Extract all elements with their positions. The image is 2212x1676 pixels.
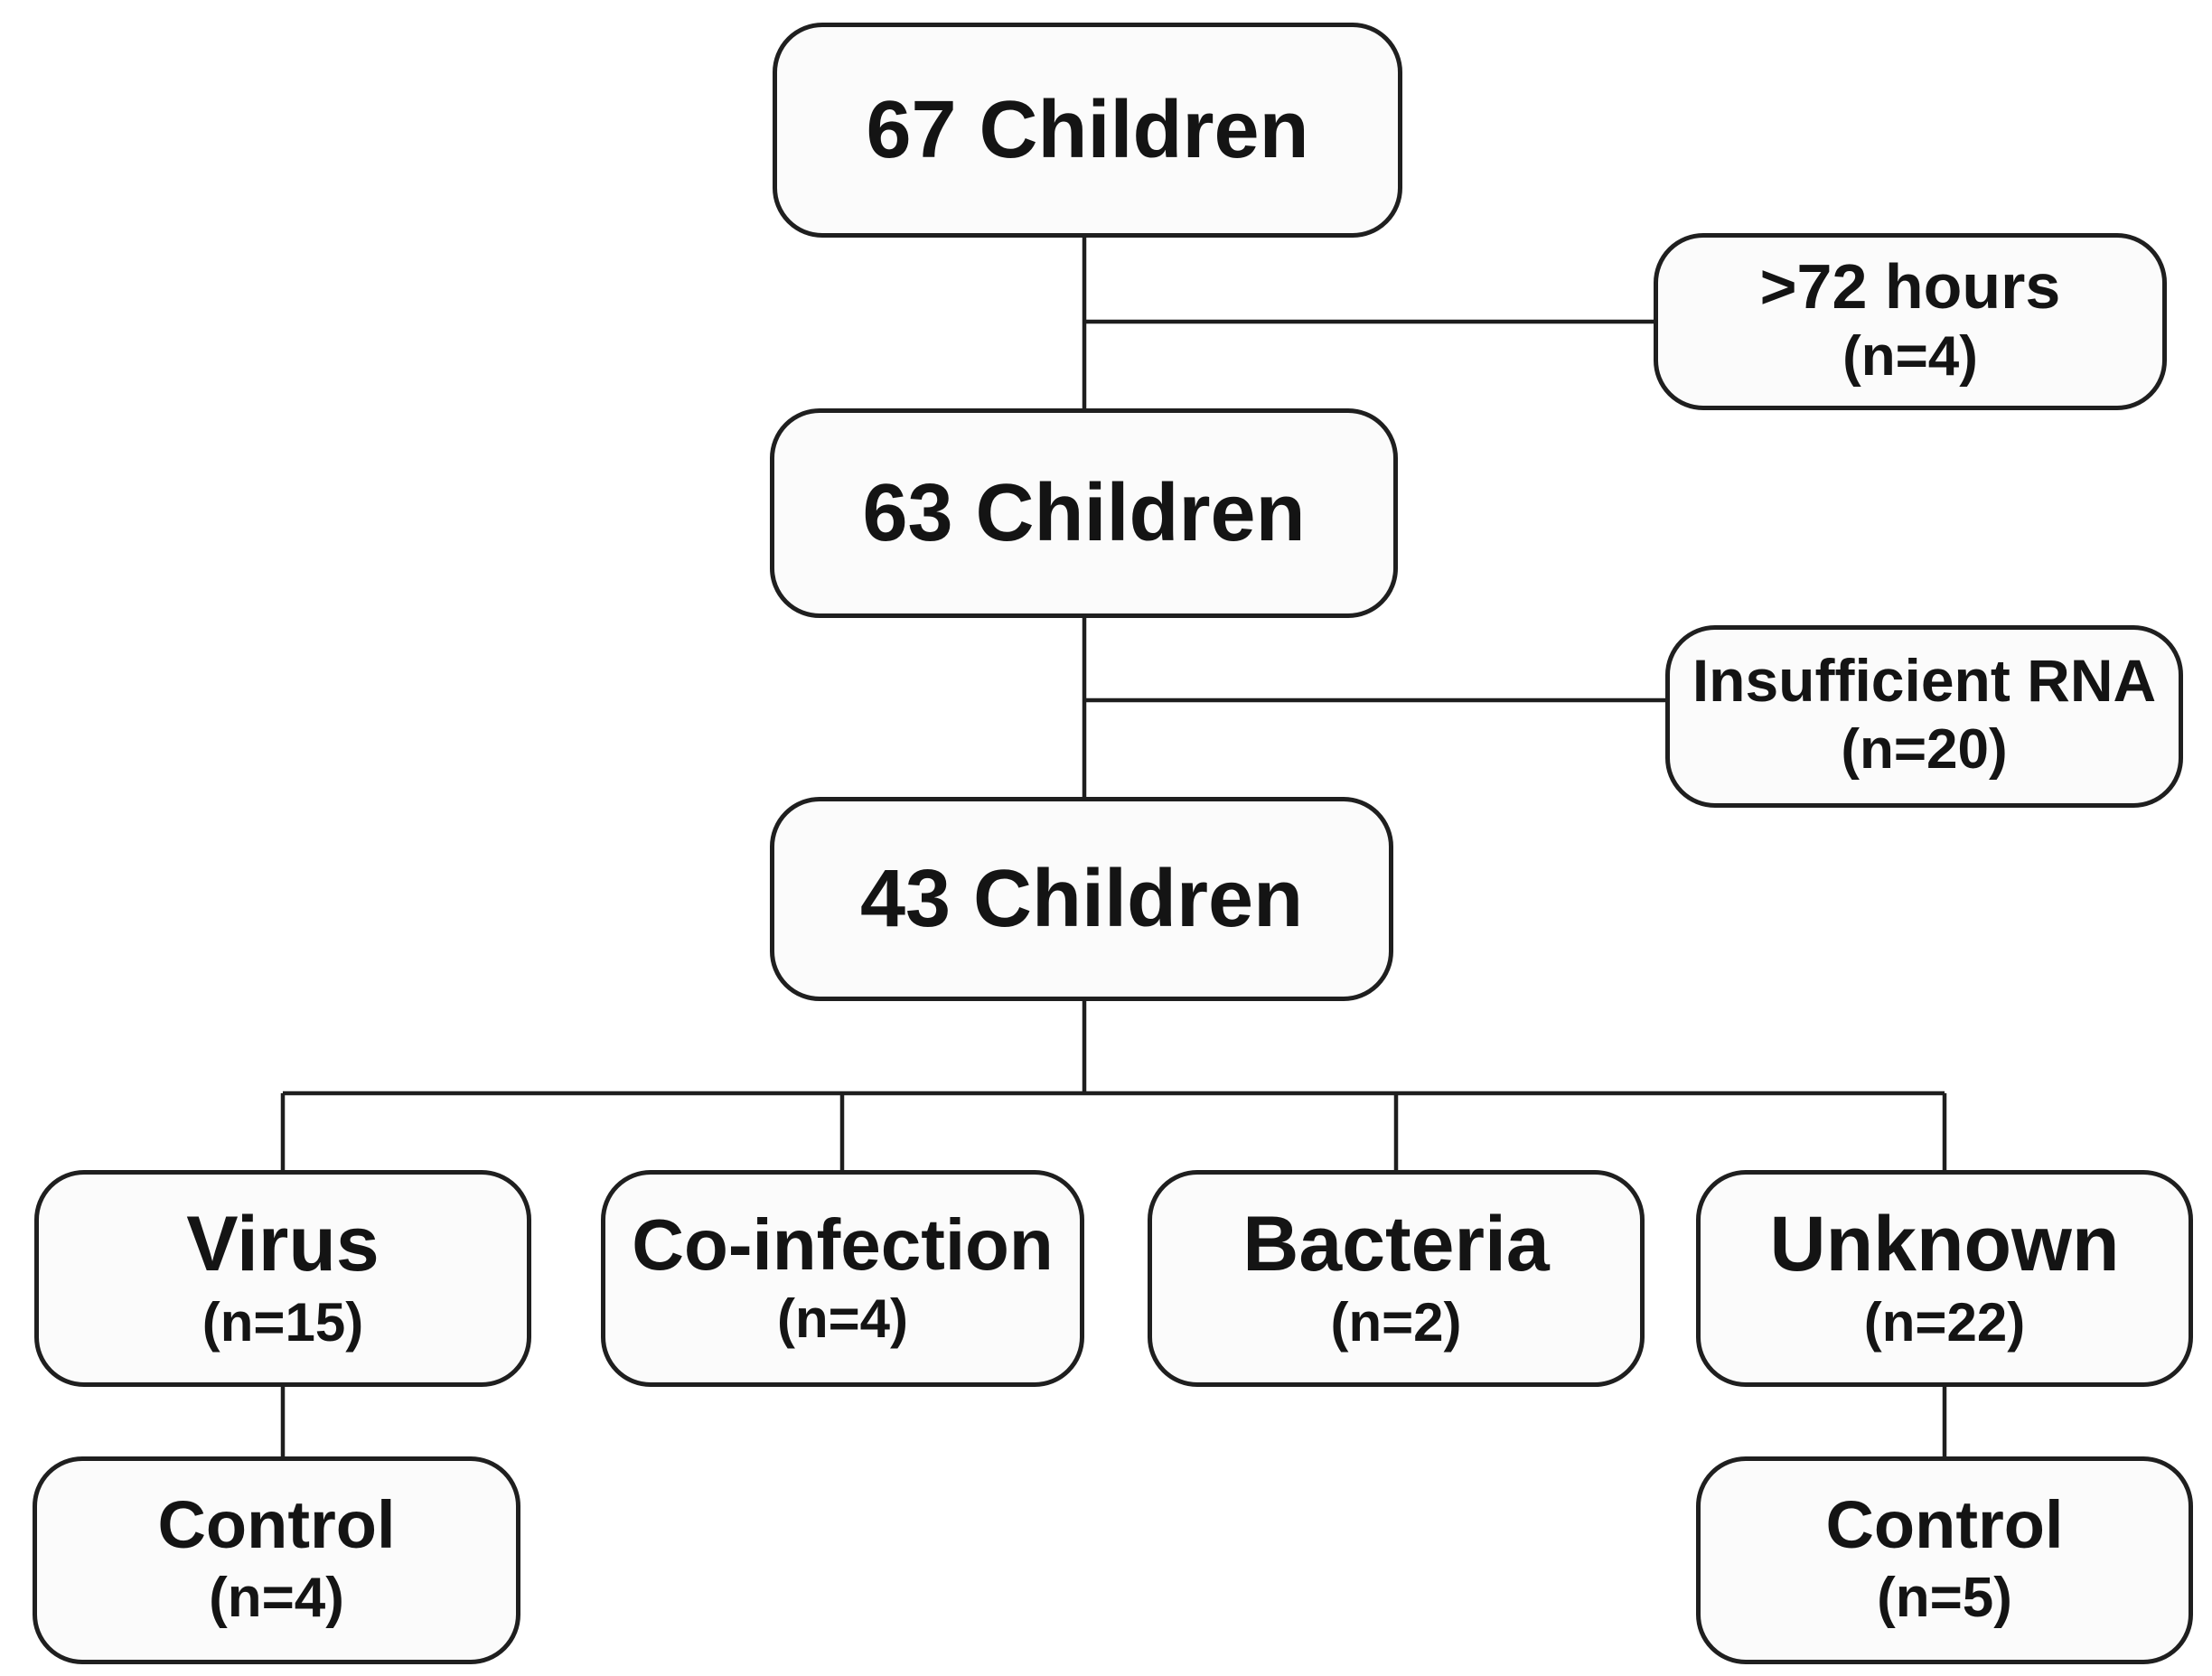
node-insufficient-rna-count: (n=20) (1841, 718, 2008, 782)
node-63-children: 63 Children (770, 408, 1398, 618)
node-control-unknown: Control (n=5) (1696, 1456, 2193, 1664)
node-co-infection-label: Co-infection (632, 1203, 1054, 1285)
node-control-unknown-count: (n=5) (1877, 1566, 2012, 1629)
node-unknown-label: Unknown (1769, 1201, 2120, 1288)
node-bacteria: Bacteria (n=2) (1148, 1170, 1645, 1387)
node-43-children: 43 Children (770, 797, 1393, 1001)
node-control-unknown-label: Control (1825, 1486, 2064, 1562)
node-control-virus-label: Control (157, 1486, 396, 1562)
node-virus-count: (n=15) (202, 1291, 364, 1353)
node-bacteria-count: (n=2) (1330, 1291, 1462, 1353)
node-control-virus-count: (n=4) (209, 1566, 344, 1629)
node-67-children-label: 67 Children (866, 84, 1309, 175)
node-72-hours-count: (n=4) (1842, 325, 1978, 389)
node-bacteria-label: Bacteria (1242, 1201, 1550, 1288)
node-72-hours: >72 hours (n=4) (1654, 233, 2167, 410)
node-virus: Virus (n=15) (34, 1170, 531, 1387)
node-43-children-label: 43 Children (859, 853, 1304, 944)
node-co-infection-count: (n=4) (776, 1288, 909, 1350)
node-63-children-label: 63 Children (862, 467, 1306, 558)
node-unknown-count: (n=22) (1863, 1291, 2026, 1353)
node-insufficient-rna-label: Insufficient RNA (1692, 647, 2157, 715)
node-control-virus: Control (n=4) (33, 1456, 520, 1664)
node-co-infection: Co-infection (n=4) (601, 1170, 1084, 1387)
node-virus-label: Virus (186, 1201, 380, 1288)
node-unknown: Unknown (n=22) (1696, 1170, 2193, 1387)
node-insufficient-rna: Insufficient RNA (n=20) (1665, 625, 2183, 808)
node-72-hours-label: >72 hours (1759, 251, 2061, 323)
node-67-children: 67 Children (773, 23, 1402, 238)
